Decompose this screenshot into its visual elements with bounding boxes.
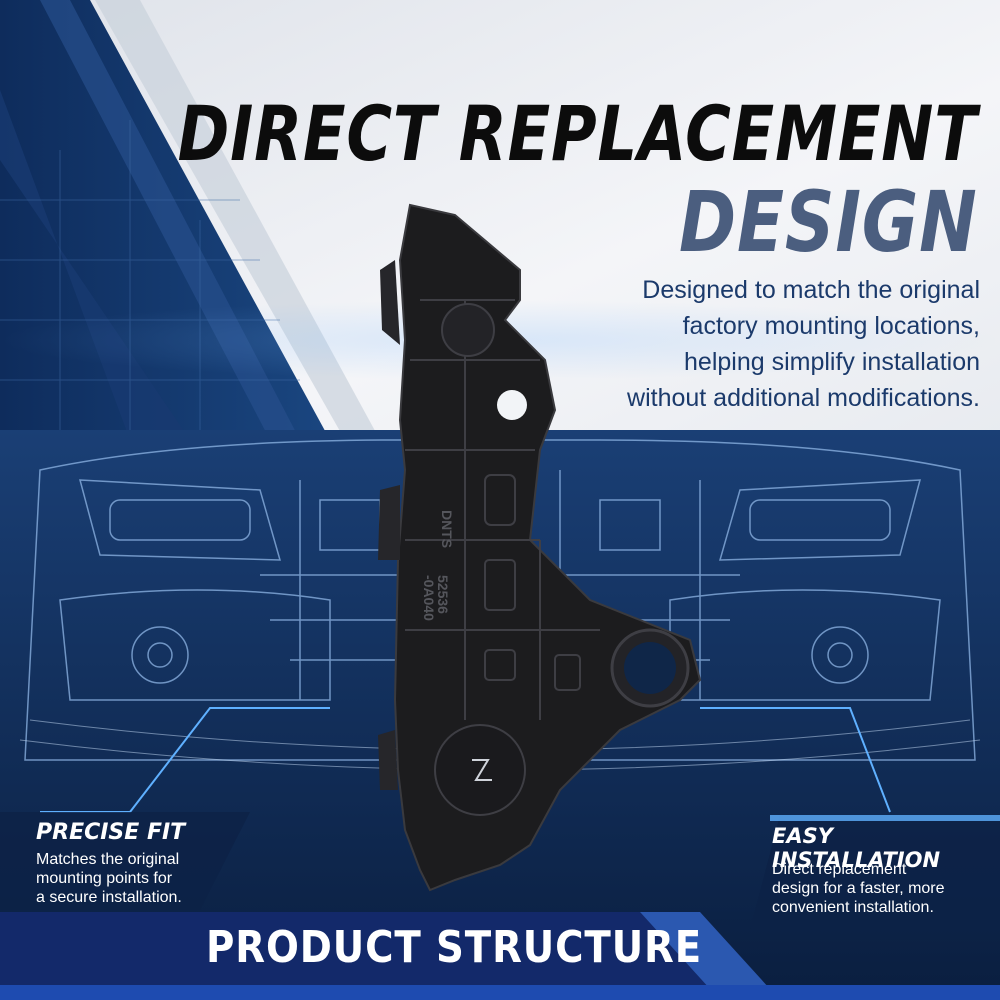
easy-installation-title: EASY INSTALLATION <box>772 824 941 872</box>
headline: DIRECT REPLACEMENT DESIGN <box>2 89 978 271</box>
precise-fit-line-1: Matches the original <box>36 851 180 868</box>
easy-installation-line-1: Direct replacement <box>772 861 907 878</box>
description-line-4: without additional modifications. <box>627 384 980 412</box>
headline-line-1: DIRECT REPLACEMENT <box>178 89 978 178</box>
description-line-1: Designed to match the original <box>642 276 980 304</box>
easy-installation-line-3: convenient installation. <box>772 899 934 916</box>
easy-installation-text: Direct replacement design for a faster, … <box>772 860 972 917</box>
description: Designed to match the original factory m… <box>620 272 980 416</box>
precise-fit-line-2: mounting points for <box>36 870 173 887</box>
easy-installation-line-2: design for a faster, more <box>772 880 945 897</box>
precise-fit-text: Matches the original mounting points for… <box>36 850 216 907</box>
product-structure-banner: PRODUCT STRUCTURE <box>206 922 703 973</box>
description-line-2: factory mounting locations, <box>682 312 980 340</box>
description-line-3: helping simplify installation <box>684 348 980 376</box>
precise-fit-line-3: a secure installation. <box>36 889 182 906</box>
precise-fit-title: PRECISE FIT <box>36 820 186 845</box>
headline-line-2: DESIGN <box>679 173 978 271</box>
